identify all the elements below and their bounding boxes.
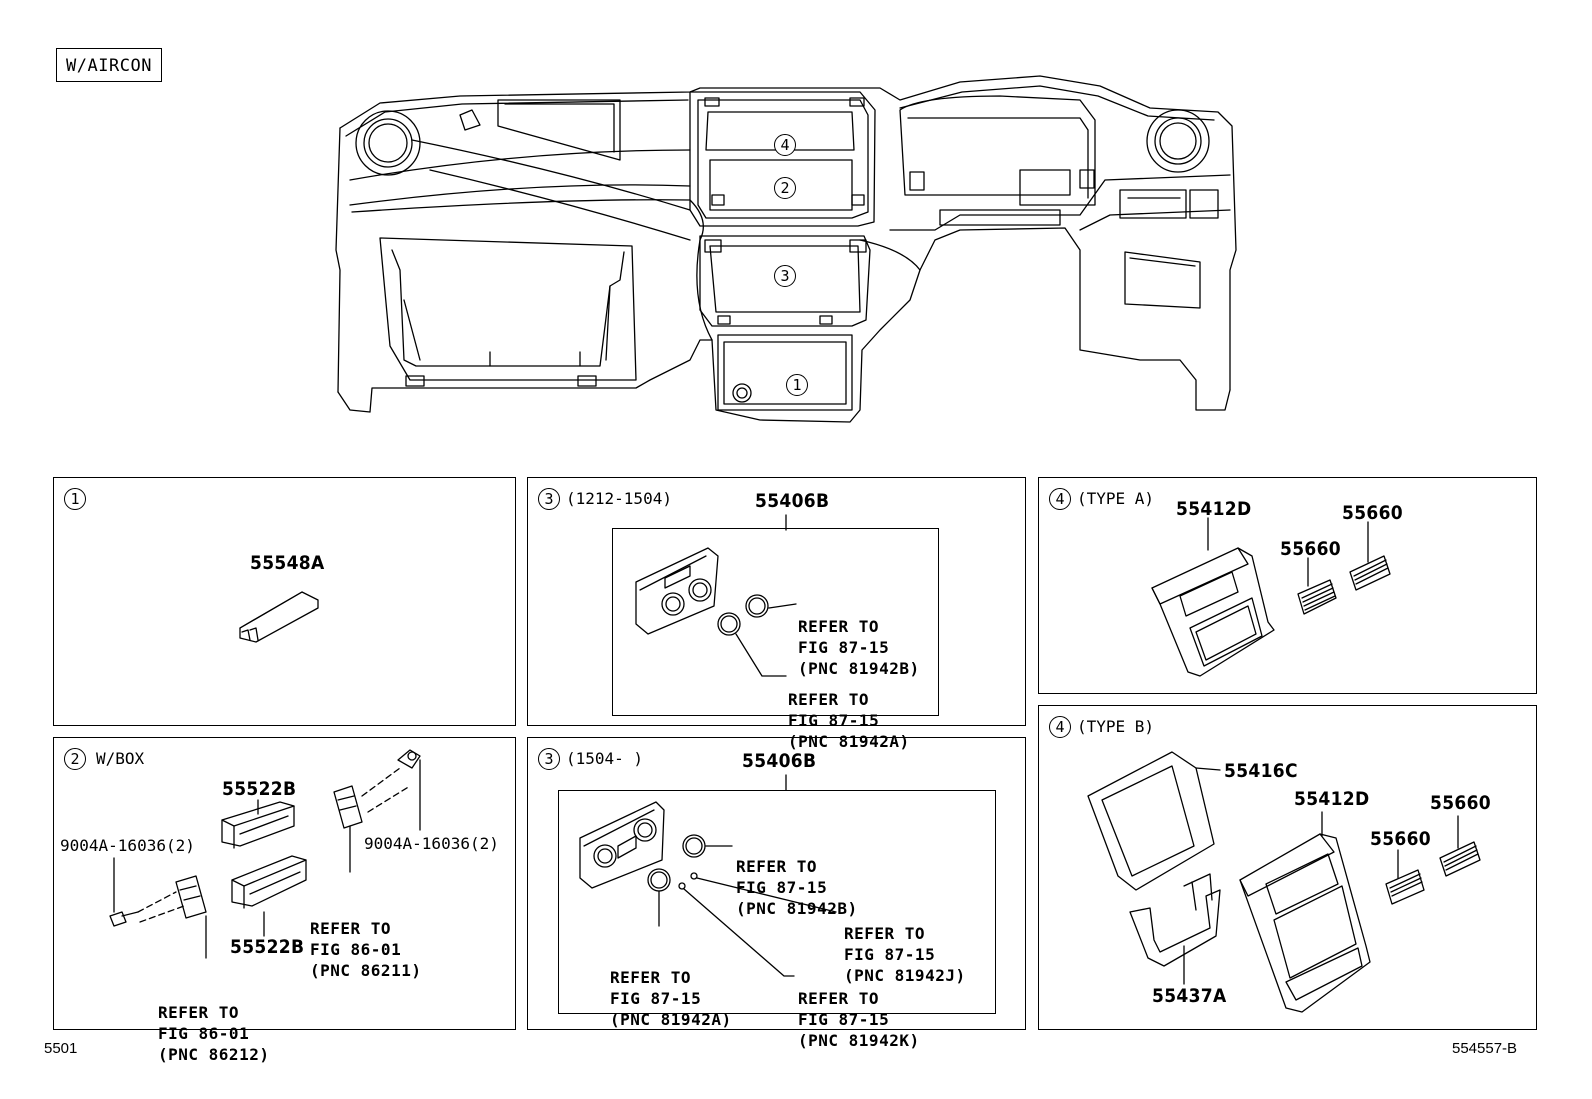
part-number-55660-b-right: 55660 — [1430, 792, 1491, 814]
part-number-55548a: 55548A — [250, 552, 325, 574]
box-parts-drawing — [109, 749, 421, 959]
part-number-55522b-lower: 55522B — [230, 936, 305, 958]
panel-4b-condition: (TYPE B) — [1077, 717, 1155, 736]
part-number-55660-a-left: 55660 — [1280, 538, 1341, 560]
part-number-55660-a-right: 55660 — [1342, 502, 1403, 524]
panel-2-marker: 2 — [64, 748, 86, 770]
part-number-55412d-b: 55412D — [1294, 788, 1370, 810]
dashboard-marker-3: 3 — [774, 265, 796, 287]
dashboard-drawing — [335, 75, 1237, 423]
part-number-55406b-b: 55406B — [742, 750, 817, 772]
page-code: 5501 — [44, 1040, 78, 1057]
panel-3b-assembly-box — [558, 790, 996, 1014]
center-bezel-type-b-drawing — [1087, 751, 1481, 1013]
panel-4a-condition: (TYPE A) — [1077, 489, 1155, 508]
part-number-55416c: 55416C — [1224, 760, 1298, 782]
illustration-number: 554557-B — [1452, 1040, 1518, 1057]
part-number-55522b-upper: 55522B — [222, 778, 297, 800]
panel-3b-marker: 3 — [538, 748, 560, 770]
panel-3b-condition: (1504- ) — [566, 749, 644, 768]
part-number-55412d-a: 55412D — [1176, 498, 1252, 520]
center-bezel-type-a-drawing — [1151, 517, 1391, 677]
panel-3-1212-1504 — [527, 477, 1026, 726]
panel-3-1504 — [527, 737, 1026, 1030]
part-number-9004a-16036-right: 9004A-16036(2) — [364, 834, 499, 853]
dashboard-marker-1: 1 — [786, 374, 808, 396]
panel-4-type-a — [1038, 477, 1537, 694]
panel-4b-marker: 4 — [1049, 716, 1071, 738]
panel-2-condition: W/BOX — [96, 749, 145, 768]
panel-4-type-b — [1038, 705, 1537, 1030]
panel-3a-assembly-box — [612, 528, 939, 716]
part-number-9004a-16036-left: 9004A-16036(2) — [60, 836, 195, 855]
heater-control-1504-drawing — [579, 774, 837, 977]
heater-control-1212-drawing — [635, 514, 797, 677]
panel-3a-marker: 3 — [538, 488, 560, 510]
panel-3a-condition: (1212-1504) — [566, 489, 672, 508]
panel-1-marker: 1 — [64, 488, 86, 510]
part-number-55660-b-left: 55660 — [1370, 828, 1431, 850]
panel-4a-marker: 4 — [1049, 488, 1071, 510]
part-number-55406b-a: 55406B — [755, 490, 830, 512]
part-number-55437a: 55437A — [1152, 985, 1227, 1007]
dashboard-marker-2: 2 — [774, 177, 796, 199]
variant-tag: W/AIRCON — [56, 48, 162, 82]
dashboard-marker-4: 4 — [774, 134, 796, 156]
part-55548a-drawing — [239, 591, 319, 643]
panel-1 — [53, 477, 516, 726]
panel-2 — [53, 737, 516, 1030]
